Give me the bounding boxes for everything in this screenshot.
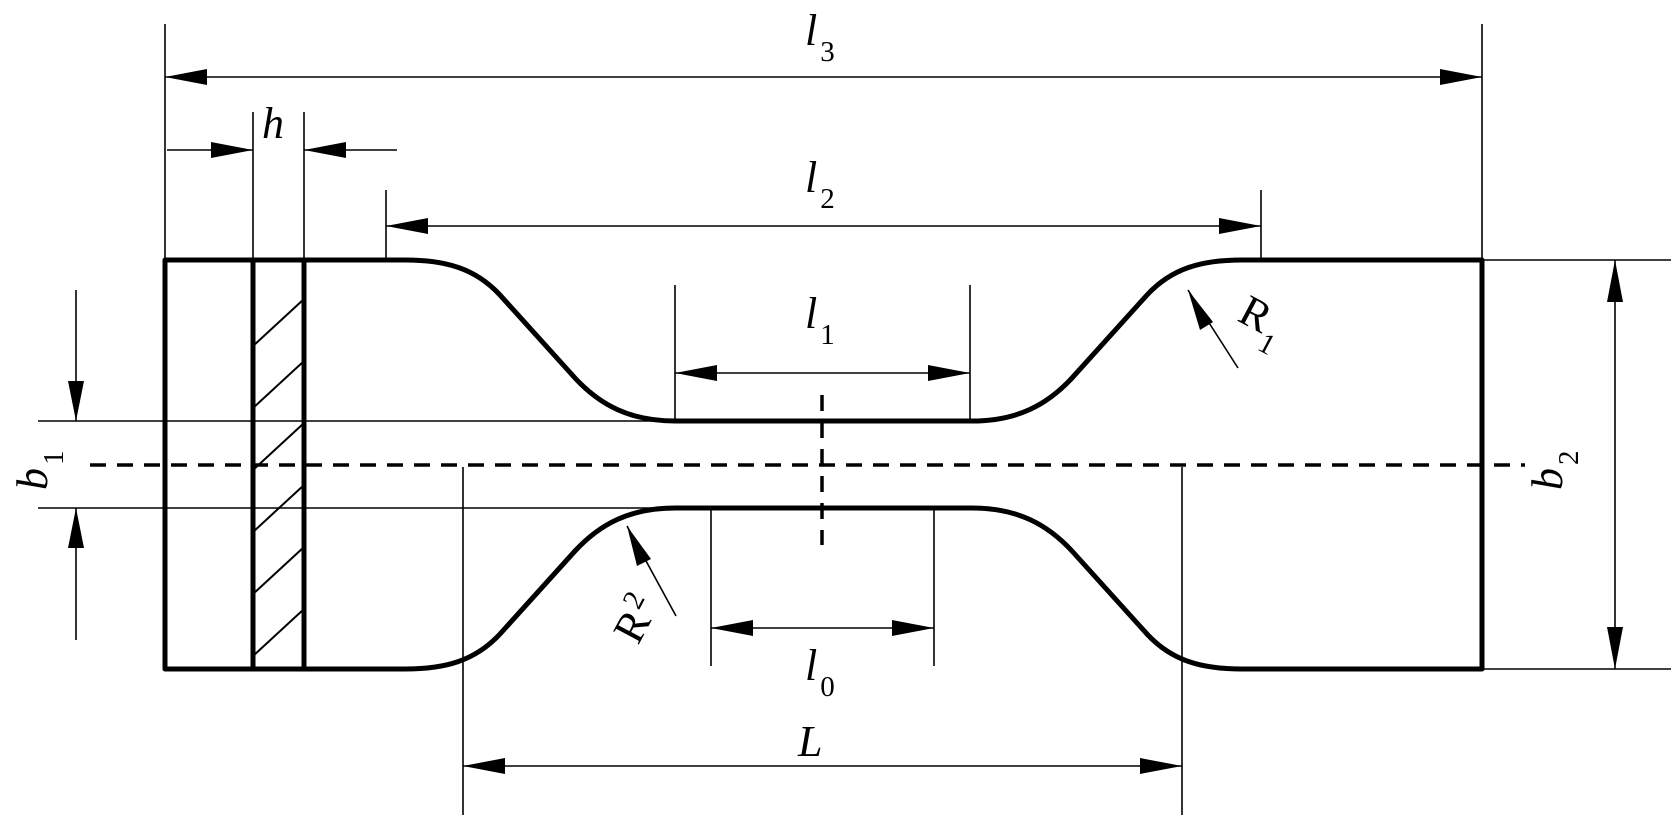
radius-R1-leader	[1187, 289, 1239, 369]
hatch-line	[252, 422, 305, 471]
hatch-line	[252, 360, 305, 409]
arrowhead	[165, 69, 207, 85]
arrowhead	[304, 142, 346, 158]
arrowhead	[928, 365, 970, 381]
label-L: L	[797, 717, 822, 766]
label-l0-sub: 0	[820, 671, 835, 703]
label-l2-sub: 2	[820, 183, 835, 215]
hatch-line	[252, 546, 305, 595]
hatch-section	[252, 298, 305, 657]
dimension-b1	[38, 290, 673, 640]
dimension-b2	[1484, 259, 1671, 670]
arrowhead	[1607, 260, 1623, 302]
arrowhead	[711, 620, 753, 636]
label-l3-sub: 3	[820, 36, 835, 68]
dimension-l0	[710, 510, 935, 666]
label-b2: b2	[1523, 451, 1585, 491]
hatch-line	[252, 608, 305, 657]
dimension-l3	[164, 24, 1483, 258]
hatch-line	[252, 298, 305, 347]
arrowhead	[211, 142, 253, 158]
dimension-l2	[385, 190, 1262, 258]
arrowhead	[68, 381, 84, 421]
dimension-h	[167, 112, 397, 258]
label-b1: b1	[8, 451, 70, 491]
label-R2: R2	[602, 586, 669, 650]
arrowhead	[463, 758, 505, 774]
label-h: h	[262, 99, 284, 148]
label-b1-main: b	[8, 468, 57, 490]
radius-R2-leader	[626, 525, 677, 617]
dimension-L	[462, 467, 1183, 815]
label-l0-main: l	[805, 641, 817, 690]
specimen-outline	[162, 257, 1485, 672]
label-R2-main: R	[604, 601, 661, 650]
arrowhead	[68, 508, 84, 548]
label-b1-sub: 1	[38, 451, 70, 466]
label-l1-sub: 1	[820, 319, 835, 351]
arrowhead	[1188, 290, 1213, 330]
label-l3-main: l	[805, 6, 817, 55]
label-l1-main: l	[805, 289, 817, 338]
label-l2-main: l	[805, 153, 817, 202]
arrowhead	[627, 526, 651, 566]
arrowhead	[386, 218, 428, 234]
label-b2-main: b	[1523, 468, 1572, 490]
arrowhead	[1140, 758, 1182, 774]
arrowhead	[1440, 69, 1482, 85]
specimen-body	[162, 257, 1485, 672]
arrowhead	[675, 365, 717, 381]
dimension-l1	[674, 285, 971, 419]
label-b2-sub: 2	[1553, 451, 1585, 466]
arrowhead	[1607, 627, 1623, 669]
arrowhead	[1219, 218, 1261, 234]
arrowhead	[892, 620, 934, 636]
label-R1: R1	[1225, 286, 1295, 362]
